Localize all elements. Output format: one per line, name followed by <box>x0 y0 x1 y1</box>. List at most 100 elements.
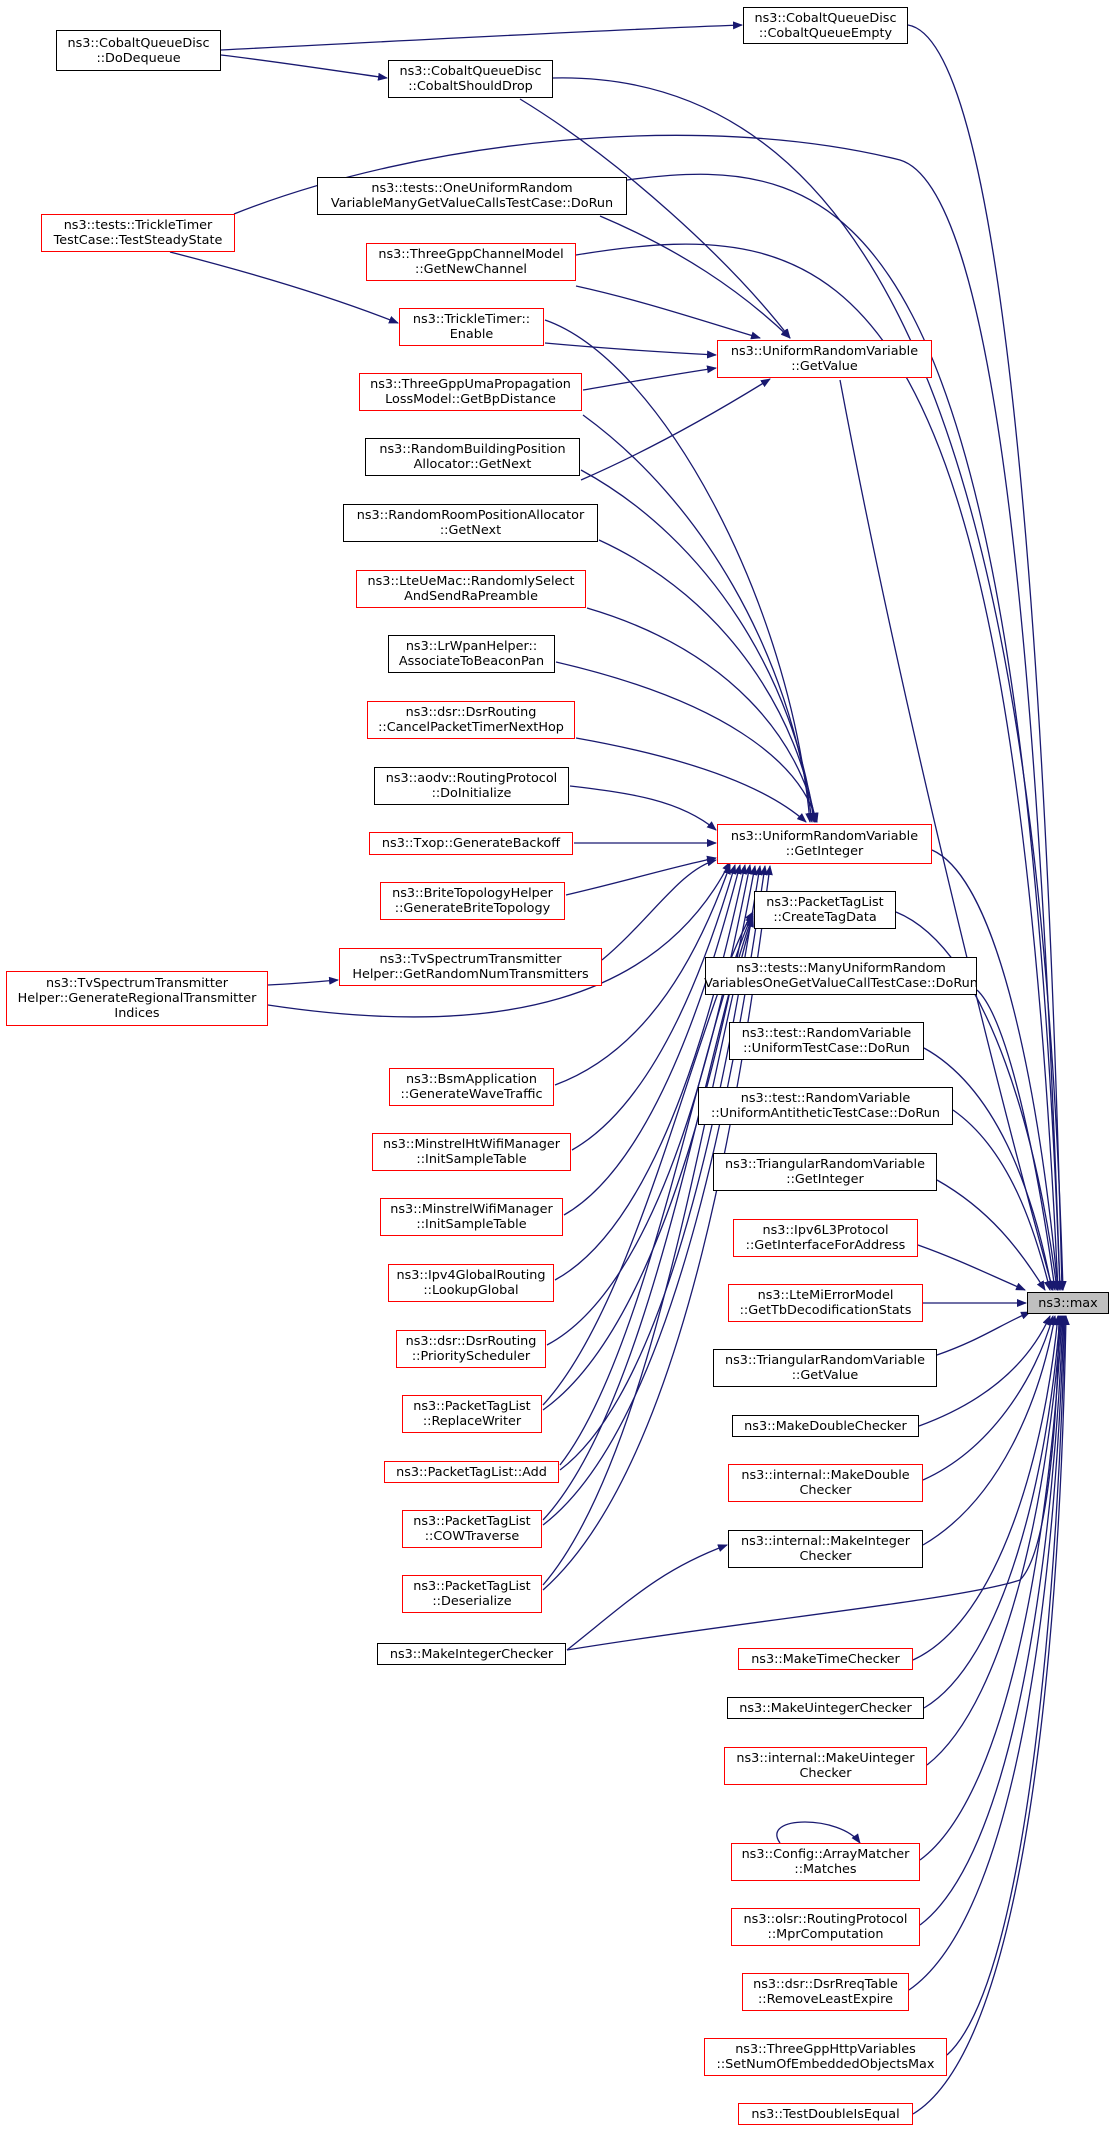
node-brite-generate-topology[interactable]: ns3::BriteTopologyHelper::GenerateBriteT… <box>380 882 565 920</box>
node-label-line: ns3::Config::ArrayMatcher <box>741 1847 910 1862</box>
node-olsr-mpr-computation[interactable]: ns3::olsr::RoutingProtocol::MprComputati… <box>731 1908 920 1946</box>
node-label-line: ns3::TriangularRandomVariable <box>725 1157 925 1172</box>
edge-lrwpan-to-getint <box>555 661 819 823</box>
node-label-line: ns3::test::RandomVariable <box>741 1026 912 1041</box>
node-label-line: TestCase::TestSteadyState <box>53 233 223 248</box>
edge-uma-to-getvalue <box>582 365 717 391</box>
node-label-line: ns3::BsmApplication <box>406 1072 537 1087</box>
node-cobalt-queue-empty[interactable]: ns3::CobaltQueueDisc::CobaltQueueEmpty <box>743 7 908 44</box>
node-triangular-get-integer[interactable]: ns3::TriangularRandomVariable::GetIntege… <box>713 1153 937 1191</box>
node-label-line: Helper::GetRandomNumTransmitters <box>352 967 589 982</box>
node-rv-uniform-test-dorun[interactable]: ns3::test::RandomVariable::UniformTestCa… <box>729 1022 924 1060</box>
node-dsr-cancel-packet-timer[interactable]: ns3::dsr::DsrRouting::CancelPacketTimerN… <box>367 701 575 739</box>
node-threegpp-get-new-channel[interactable]: ns3::ThreeGppChannelModel::GetNewChannel <box>366 243 576 281</box>
edge-3gpp-http-to-max <box>946 1315 1069 2056</box>
node-config-array-matcher-matches[interactable]: ns3::Config::ArrayMatcher::Matches <box>731 1843 920 1881</box>
node-label-line: ::InitSampleTable <box>416 1152 527 1167</box>
node-label-line: VariableManyGetValueCallsTestCase::DoRun <box>330 196 614 211</box>
node-max: ns3::max <box>1027 1292 1109 1314</box>
node-make-double-checker[interactable]: ns3::MakeDoubleChecker <box>732 1415 919 1437</box>
edge-array-matcher-self <box>776 1821 861 1844</box>
node-label-line: VariablesOneGetValueCallTestCase::DoRun <box>704 976 978 991</box>
node-minstrel-ht-init-sample-table[interactable]: ns3::MinstrelHtWifiManager::InitSampleTa… <box>372 1133 571 1171</box>
node-label-line: ::GetInteger <box>786 1172 864 1187</box>
node-rv-uniform-antithetic-dorun[interactable]: ns3::test::RandomVariable::UniformAntith… <box>698 1087 953 1125</box>
edge-dsr-cancel-to-getint <box>575 737 807 823</box>
node-lrwpan-associate[interactable]: ns3::LrWpanHelper::AssociateToBeaconPan <box>388 635 555 673</box>
edge-rreq-to-max <box>908 1315 1068 1991</box>
node-txop-generate-backoff[interactable]: ns3::Txop::GenerateBackoff <box>369 832 573 855</box>
node-label-line: ::MprComputation <box>767 1927 884 1942</box>
node-packet-tag-list-add[interactable]: ns3::PacketTagList::Add <box>384 1461 559 1483</box>
node-ipv6-get-interface-for-address[interactable]: ns3::Ipv6L3Protocol::GetInterfaceForAddr… <box>733 1219 918 1257</box>
node-trickle-timer-enable[interactable]: ns3::TrickleTimer::Enable <box>399 308 544 346</box>
node-ipv4-global-lookup-global[interactable]: ns3::Ipv4GlobalRouting::LookupGlobal <box>388 1264 554 1302</box>
node-aodv-do-initialize[interactable]: ns3::aodv::RoutingProtocol::DoInitialize <box>374 767 569 805</box>
edge-test-double-to-max <box>912 1315 1070 2115</box>
edge-make-uinteger-to-max <box>923 1315 1064 1709</box>
node-label-line: ::CobaltShouldDrop <box>408 79 533 94</box>
node-label-line: ns3::dsr::DsrRreqTable <box>753 1977 898 1992</box>
node-label-line: ns3::dsr::DsrRouting <box>405 705 537 720</box>
node-test-double-is-equal[interactable]: ns3::TestDoubleIsEqual <box>738 2103 913 2125</box>
node-cobalt-do-dequeue[interactable]: ns3::CobaltQueueDisc::DoDequeue <box>56 30 221 71</box>
node-packet-tag-list-cow-traverse[interactable]: ns3::PacketTagList::COWTraverse <box>402 1510 542 1548</box>
node-label-line: ::GenerateWaveTraffic <box>400 1087 543 1102</box>
node-make-time-checker[interactable]: ns3::MakeTimeChecker <box>738 1648 913 1670</box>
edge-bsm-to-getint <box>554 864 731 1086</box>
node-make-uinteger-checker[interactable]: ns3::MakeUintegerChecker <box>727 1697 924 1719</box>
node-threegpp-http-set-num-embedded[interactable]: ns3::ThreeGppHttpVariables::SetNumOfEmbe… <box>704 2038 947 2076</box>
node-triangular-get-value[interactable]: ns3::TriangularRandomVariable::GetValue <box>713 1349 937 1387</box>
edge-dsr-prio-to-getint <box>546 864 753 1346</box>
node-packet-tag-list-create-tag-data[interactable]: ns3::PacketTagList::CreateTagData <box>754 891 896 929</box>
edge-minstrel-ht-to-getint <box>571 864 737 1151</box>
node-label-line: ::DoInitialize <box>431 786 512 801</box>
node-label-line: ns3::MinstrelWifiManager <box>390 1202 553 1217</box>
edge-enable-to-getvalue <box>544 342 717 359</box>
node-make-integer-checker[interactable]: ns3::MakeIntegerChecker <box>377 1643 566 1665</box>
node-minstrel-init-sample-table[interactable]: ns3::MinstrelWifiManager::InitSampleTabl… <box>380 1198 563 1236</box>
node-label-line: ::ReplaceWriter <box>422 1414 522 1429</box>
node-label-line: ns3::Ipv6L3Protocol <box>762 1223 889 1238</box>
edge-one-uniform-to-max <box>626 173 1064 1291</box>
node-packet-tag-list-deserialize[interactable]: ns3::PacketTagList::Deserialize <box>402 1575 542 1613</box>
node-label-line: ns3::RandomRoomPositionAllocator <box>356 508 585 523</box>
node-label-line: ns3::BriteTopologyHelper <box>392 886 553 901</box>
edge-create-to-max <box>895 911 1060 1291</box>
node-label-line: ns3::tests::ManyUniformRandom <box>736 961 946 976</box>
node-dsr-priority-scheduler[interactable]: ns3::dsr::DsrRouting::PriorityScheduler <box>396 1330 546 1368</box>
node-dsr-rreq-remove-least-expire[interactable]: ns3::dsr::DsrRreqTable::RemoveLeastExpir… <box>742 1973 909 2011</box>
node-label-line: ns3::CobaltQueueDisc <box>754 10 897 26</box>
edge-ltemac-to-getint <box>586 607 819 823</box>
node-label-line: ns3::test::RandomVariable <box>740 1091 911 1106</box>
node-packet-tag-list-replace-writer[interactable]: ns3::PacketTagList::ReplaceWriter <box>402 1395 542 1433</box>
node-label-line: ::CobaltQueueEmpty <box>758 25 893 41</box>
node-bsm-generate-wave-traffic[interactable]: ns3::BsmApplication::GenerateWaveTraffic <box>389 1068 554 1106</box>
node-label-line: ns3::PacketTagList::Add <box>396 1464 547 1480</box>
node-cobalt-should-drop[interactable]: ns3::CobaltQueueDisc::CobaltShouldDrop <box>388 60 553 98</box>
node-random-room-position-get-next[interactable]: ns3::RandomRoomPositionAllocator::GetNex… <box>343 504 598 542</box>
node-lte-mi-tb-decodification-stats[interactable]: ns3::LteMiErrorModel::GetTbDecodificatio… <box>728 1284 923 1322</box>
node-label-line: ::Deserialize <box>432 1594 512 1609</box>
edge-rrpa-to-getint <box>598 539 818 823</box>
node-uniform-random-get-value[interactable]: ns3::UniformRandomVariable::GetValue <box>717 340 932 378</box>
edge-should-drop-to-getvalue <box>519 98 791 339</box>
node-uniform-random-get-integer[interactable]: ns3::UniformRandomVariable::GetInteger <box>717 824 932 864</box>
node-label-line: ns3::internal::MakeInteger <box>740 1534 910 1549</box>
node-label-line: ns3::UniformRandomVariable <box>730 829 919 844</box>
node-label-line: ns3::dsr::DsrRouting <box>405 1334 537 1349</box>
node-label-line: ::COWTraverse <box>424 1529 520 1544</box>
node-label-line: ::CancelPacketTimerNextHop <box>378 720 564 735</box>
